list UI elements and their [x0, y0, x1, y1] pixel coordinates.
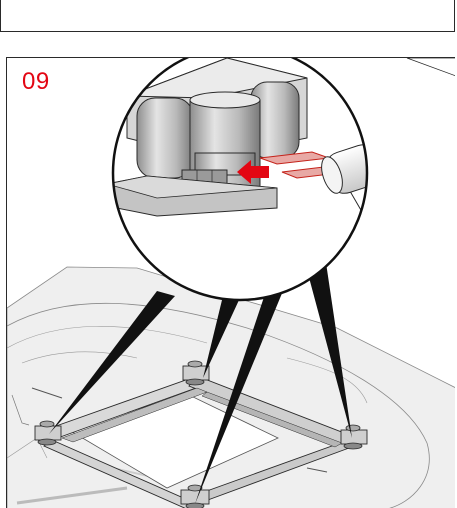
hammer-icon: [321, 144, 367, 249]
callout-pointers: [49, 256, 352, 504]
frame-feet: [34, 360, 368, 508]
step-number: 09: [22, 68, 50, 95]
magnifier-callout: [111, 58, 455, 302]
panel-corner-fold: [406, 58, 455, 77]
installation-illustration: [7, 58, 455, 508]
hand-icon: [368, 208, 455, 280]
arrow-icon: [237, 160, 269, 184]
previous-step-panel: [0, 0, 455, 32]
step-panel: 09: [6, 57, 455, 508]
